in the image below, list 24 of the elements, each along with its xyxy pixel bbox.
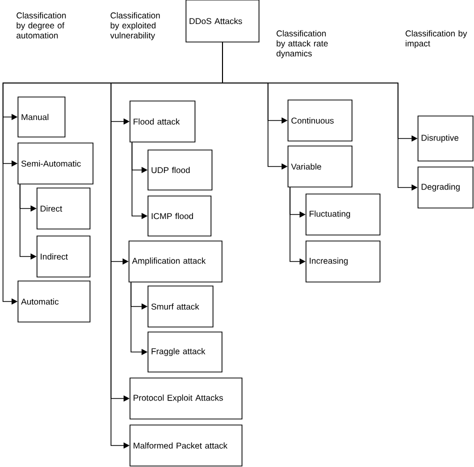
category-heading: Classification by exploited vulnerability bbox=[110, 12, 160, 40]
category-box: Malformed Packet attack bbox=[130, 424, 242, 466]
category-box: Flood attack bbox=[130, 100, 196, 142]
category-box: Smurf attack bbox=[148, 286, 214, 328]
category-box: Disruptive bbox=[418, 116, 474, 162]
category-heading: Classification by attack rate dynamics bbox=[276, 30, 328, 58]
root-box: DDoS Attacks bbox=[186, 0, 260, 42]
category-box: Increasing bbox=[306, 240, 380, 282]
category-heading: Classification by degree of automation bbox=[16, 12, 66, 38]
category-box: Degrading bbox=[418, 166, 474, 208]
category-box: Manual bbox=[18, 96, 66, 138]
category-box: ICMP flood bbox=[148, 196, 212, 236]
category-box: Automatic bbox=[18, 280, 90, 322]
category-box: Fluctuating bbox=[306, 194, 380, 236]
category-heading: Classification by impact bbox=[406, 30, 468, 48]
category-box: Variable bbox=[288, 146, 352, 188]
category-box: Indirect bbox=[36, 236, 90, 278]
category-box: Continuous bbox=[288, 100, 352, 142]
category-box: Amplification attack bbox=[128, 240, 222, 282]
category-box: UDP flood bbox=[148, 150, 212, 190]
category-box: Protocol Exploit Attacks bbox=[130, 378, 242, 420]
category-box: Fraggle attack bbox=[148, 332, 222, 372]
category-box: Direct bbox=[36, 188, 90, 230]
category-box: Semi-Automatic bbox=[18, 142, 94, 184]
